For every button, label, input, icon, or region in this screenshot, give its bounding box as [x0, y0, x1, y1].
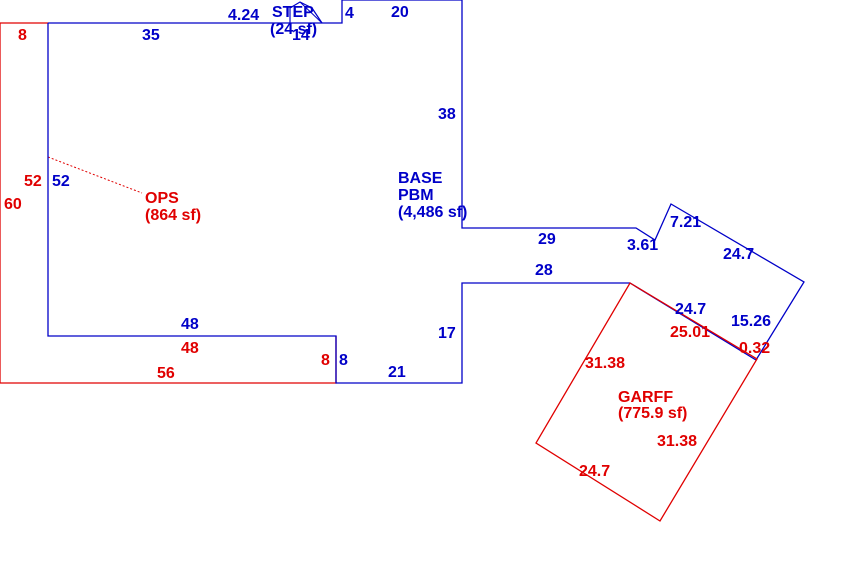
dim-ops-bottom: 56: [157, 365, 175, 382]
ops-label: OPS: [145, 190, 179, 207]
dim-diag-a: 7.21: [670, 214, 701, 231]
dim-garff-small: 0.32: [739, 340, 770, 357]
dim-garff-top: 25.01: [670, 324, 710, 341]
dim-small-b: 4: [345, 5, 354, 22]
garff-area: (775.9 sf): [618, 405, 687, 422]
garff-label: GARFF: [618, 389, 673, 406]
small-area-label: STEP: [272, 4, 314, 21]
dim-ops-right: 8: [321, 352, 330, 369]
base-sublabel: PBM: [398, 187, 434, 204]
dim-diag-d: 15.26: [731, 313, 771, 330]
dim-ops-bottom-inner: 48: [181, 340, 199, 357]
dim-diag-short: 3.61: [627, 237, 658, 254]
ops-area: (864 sf): [145, 207, 201, 224]
dim-diag-c: 24.7: [675, 301, 706, 318]
dim-base-bottom: 21: [388, 364, 406, 381]
dim-base-right-step: 8: [339, 352, 348, 369]
dim-base-topright: 20: [391, 4, 409, 21]
base-outline: [47, 0, 805, 384]
dim-base-step-top: 28: [535, 262, 553, 279]
dim-base-bottom-inner: 48: [181, 316, 199, 333]
dim-ops-left-inner: 52: [24, 173, 42, 190]
dim-base-mid: 29: [538, 231, 556, 248]
small-area-diagonal: [299, 1, 323, 24]
dim-base-top: 35: [142, 27, 160, 44]
dim-base-right: 38: [438, 106, 456, 123]
base-area: (4,486 sf): [398, 204, 467, 221]
small-area-size: (24 sf): [270, 21, 317, 38]
dim-base-left: 52: [52, 173, 70, 190]
dim-diag-b: 24.7: [723, 246, 754, 263]
dim-ops-left-outer: 60: [4, 196, 22, 213]
garff-outline: [535, 282, 758, 522]
dim-small-a: 4.24: [228, 7, 259, 24]
ops-leader-line: [47, 156, 143, 194]
base-label: BASE: [398, 170, 443, 187]
dim-ops-top: 8: [18, 27, 27, 44]
dim-garff-left: 31.38: [585, 355, 625, 372]
dim-base-right-lower: 17: [438, 325, 456, 342]
dim-garff-right: 31.38: [657, 433, 697, 450]
dim-small-c: 14: [292, 27, 310, 44]
dim-garff-bottom: 24.7: [579, 463, 610, 480]
